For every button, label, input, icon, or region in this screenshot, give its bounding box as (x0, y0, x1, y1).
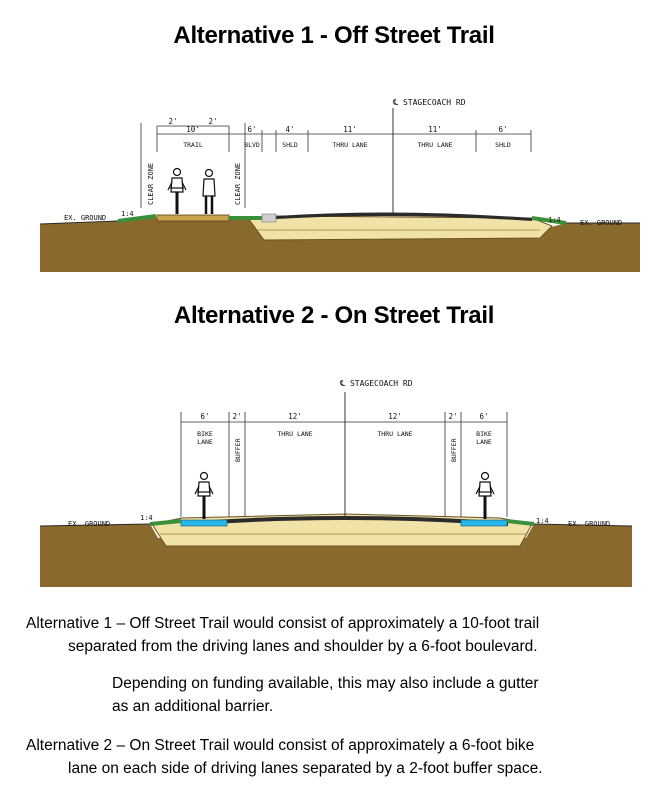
alt1-ex-ground-right: EX. GROUND (580, 219, 622, 227)
alt2-title: Alternative 2 - On Street Trail (173, 302, 495, 329)
alt2-description-line2: lane on each side of driving lanes separ… (68, 760, 543, 777)
alt1-label-lane-right: THRU LANE (417, 141, 452, 149)
alt1-dim-lane-left: 11' (343, 125, 357, 134)
alt2-grass-left (149, 519, 182, 526)
alt2-buffer-left: BUFFER (234, 438, 242, 462)
alt2-label-bike-right-2: LANE (476, 438, 492, 446)
bicyclist-icon (167, 167, 187, 214)
alt2-buffer-right: BUFFER (450, 438, 458, 462)
alt2-ex-ground-right: EX. GROUND (568, 520, 610, 528)
alt1-pavement (276, 212, 532, 221)
alt2-label-bike-left-1: BIKE (197, 430, 213, 438)
alt2-dim-lane-right: 12' (388, 412, 402, 421)
alt2-bike-lane-right (460, 519, 508, 527)
alt2-dim-buffer-right: 2' (448, 412, 457, 421)
alt1-slope-left: 1:4 (121, 210, 134, 218)
alt2-dim-bike-left: 6' (200, 412, 209, 421)
alt2-label-lane-left: THRU LANE (277, 430, 312, 438)
alt1-note-line1: Depending on funding available, this may… (112, 675, 539, 692)
alt1-dim-blvd: 6' (247, 125, 256, 134)
alt2-dim-lane-left: 12' (288, 412, 302, 421)
alt2-slope-left: 1:4 (140, 514, 153, 522)
alt2-description-line1: Alternative 2 – On Street Trail would co… (26, 737, 535, 754)
alt2-ex-ground-left: EX. GROUND (68, 520, 110, 528)
alt1-label-trail: TRAIL (183, 141, 203, 149)
alt1-grass-left (117, 214, 157, 223)
alt1-centerline-label: ℄ STAGECOACH RD (392, 98, 466, 107)
alt1-cross-section: ℄ STAGECOACH RD 2' 2' 10' 6' 4' 11' 11' … (39, 98, 640, 272)
alt1-label-lane-left: THRU LANE (332, 141, 367, 149)
alt1-grass-right (531, 216, 567, 225)
alt2-slope-right: 1:4 (536, 517, 549, 525)
alt2-label-bike-right-1: BIKE (476, 430, 492, 438)
pedestrian-icon (202, 168, 216, 214)
alt1-label-blvd: BLVD (244, 141, 260, 149)
alt1-clear-zone-right: CLEAR ZONE (234, 163, 242, 205)
alt2-label-lane-right: THRU LANE (377, 430, 412, 438)
alt1-description-line1: Alternative 1 – Off Street Trail would c… (26, 615, 540, 632)
bicyclist-icon (475, 471, 495, 519)
alt2-pavement (182, 516, 508, 526)
alt1-label-shld-right: SHLD (495, 141, 511, 149)
bicyclist-icon (194, 471, 214, 519)
alt1-trail-surface (156, 214, 230, 222)
alt1-description-line2: separated from the driving lanes and sho… (68, 638, 538, 655)
alt1-dim-trail: 10' (186, 125, 200, 134)
alt1-dim-lane-right: 11' (428, 125, 442, 134)
alt2-dim-bike-right: 6' (479, 412, 488, 421)
alt2-centerline-label: ℄ STAGECOACH RD (339, 379, 413, 388)
alt1-dim-shld-left: 4' (285, 125, 294, 134)
alt1-note-line2: as an additional barrier. (112, 698, 274, 715)
alt1-gutter (261, 213, 277, 223)
alt1-base-layer (247, 215, 553, 241)
alt1-note: Depending on funding available, this may… (112, 672, 632, 718)
alt1-dim-top-2: 2' (208, 117, 217, 126)
alt1-clear-zone-left: CLEAR ZONE (147, 163, 155, 205)
alt1-description: Alternative 1 – Off Street Trail would c… (26, 612, 646, 658)
alt2-bike-lane-left (180, 519, 228, 527)
alt2-dim-buffer-left: 2' (232, 412, 241, 421)
alt2-label-bike-left-2: LANE (197, 438, 213, 446)
alt1-ex-ground-left: EX. GROUND (64, 214, 106, 222)
alt2-cross-section: ℄ STAGECOACH RD 6' 2' 12' 12' 2' 6' BIKE… (39, 379, 633, 587)
alt1-slope-right: 1:4 (548, 216, 561, 224)
alt1-dim-top-1: 2' (168, 117, 177, 126)
alt2-description: Alternative 2 – On Street Trail would co… (26, 734, 646, 780)
alt1-title: Alternative 1 - Off Street Trail (173, 22, 495, 49)
alt1-label-shld-left: SHLD (282, 141, 298, 149)
alt2-grass-right (506, 519, 535, 526)
alt1-dim-shld-right: 6' (498, 125, 507, 134)
